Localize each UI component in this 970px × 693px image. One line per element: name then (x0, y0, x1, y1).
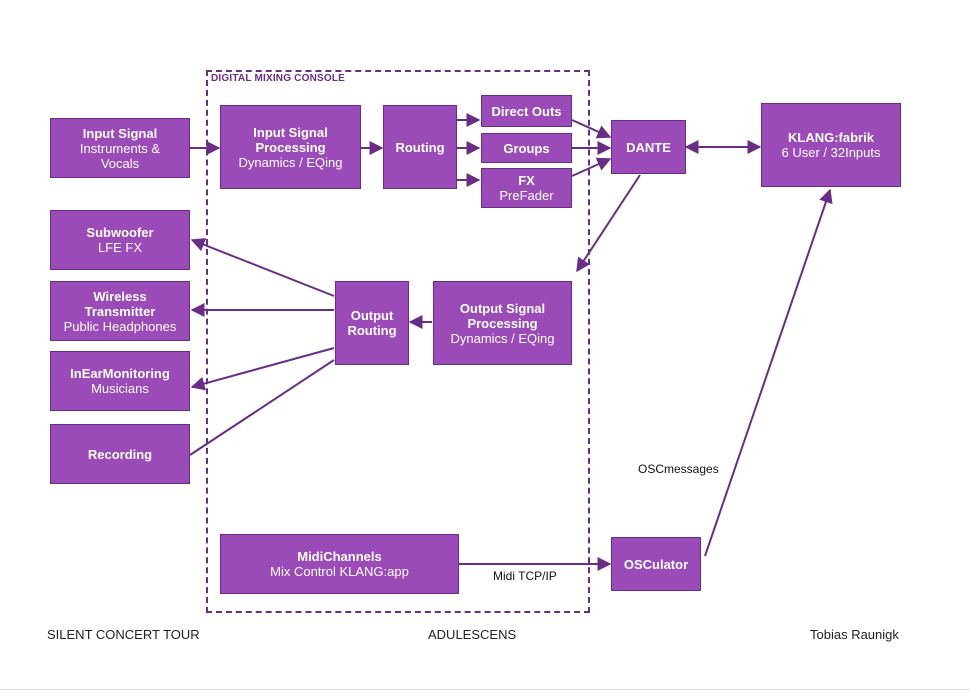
box-subtitle: Dynamics / EQing (450, 330, 555, 346)
console-label: DIGITAL MIXING CONSOLE (211, 73, 346, 84)
output-processing-box: Output Signal Processing Dynamics / EQin… (433, 281, 572, 365)
arrow-fx-to-dante (571, 157, 612, 177)
output-routing-box: Output Routing (335, 281, 409, 365)
arrow-output-routing-to-inear (190, 347, 335, 391)
wireless-transmitter-box: Wireless Transmitter Public Headphones (50, 281, 190, 341)
box-title: Output Routing (347, 308, 397, 338)
osc-messages-label: OSCmessages (638, 462, 719, 476)
osculator-box: OSCulator (611, 537, 701, 591)
groups-box: Groups (481, 133, 572, 163)
box-subtitle: Dynamics / EQing (238, 154, 343, 170)
klang-fabrik-box: KLANG:fabrik 6 User / 32Inputs (761, 103, 901, 187)
box-title: Direct Outs (491, 103, 562, 119)
box-title: OSCulator (623, 556, 689, 572)
box-title: Wireless Transmitter (84, 288, 156, 319)
box-title: InEarMonitoring (70, 366, 170, 381)
box-title: FX (518, 173, 535, 188)
dante-box: DANTE (611, 120, 686, 174)
box-subtitle: Public Headphones (63, 318, 177, 334)
arrow-output-routing-to-subwoofer (190, 238, 335, 297)
routing-box: Routing (383, 105, 457, 189)
box-title: Subwoofer (86, 225, 154, 240)
subwoofer-box: Subwoofer LFE FX (50, 210, 190, 270)
midi-tcp-label: Midi TCP/IP (493, 569, 557, 583)
digital-mixing-console-frame (206, 70, 590, 613)
box-title: Output Signal Processing (459, 300, 546, 331)
box-title: Routing (395, 139, 445, 155)
box-title: Recording (87, 446, 153, 462)
arrow-dante-to-output-processing (576, 174, 641, 273)
box-subtitle: Musicians (91, 381, 149, 396)
box-subtitle: Mix Control KLANG:app (270, 564, 409, 579)
inear-monitoring-box: InEarMonitoring Musicians (50, 351, 190, 411)
fx-box: FX PreFader (481, 168, 572, 208)
box-subtitle: 6 User / 32Inputs (781, 145, 881, 160)
midichannels-box: MidiChannels Mix Control KLANG:app (220, 534, 459, 594)
box-subtitle: Instruments & Vocals (79, 140, 161, 171)
box-title: MidiChannels (297, 549, 382, 564)
box-title: Groups (503, 140, 550, 156)
arrow-direct-outs-to-dante (571, 119, 612, 139)
footer-left: SILENT CONCERT TOUR (47, 627, 200, 642)
bottom-divider (0, 689, 970, 690)
line-output-routing-to-recording (189, 359, 335, 456)
box-title: Input Signal (82, 125, 158, 141)
box-title: KLANG:fabrik (788, 130, 874, 145)
recording-box: Recording (50, 424, 190, 484)
footer-right: Tobias Raunigk (810, 627, 899, 642)
box-title: DANTE (626, 139, 671, 155)
box-subtitle: LFE FX (97, 240, 143, 255)
arrow-osculator-to-klang (704, 188, 833, 557)
input-processing-box: Input Signal Processing Dynamics / EQing (220, 105, 361, 189)
direct-outs-box: Direct Outs (481, 95, 572, 127)
footer-center: ADULESCENS (428, 627, 517, 642)
input-signal-box: Input Signal Instruments & Vocals (50, 118, 190, 178)
box-subtitle: PreFader (499, 188, 554, 203)
box-title: Input Signal Processing (253, 124, 328, 155)
